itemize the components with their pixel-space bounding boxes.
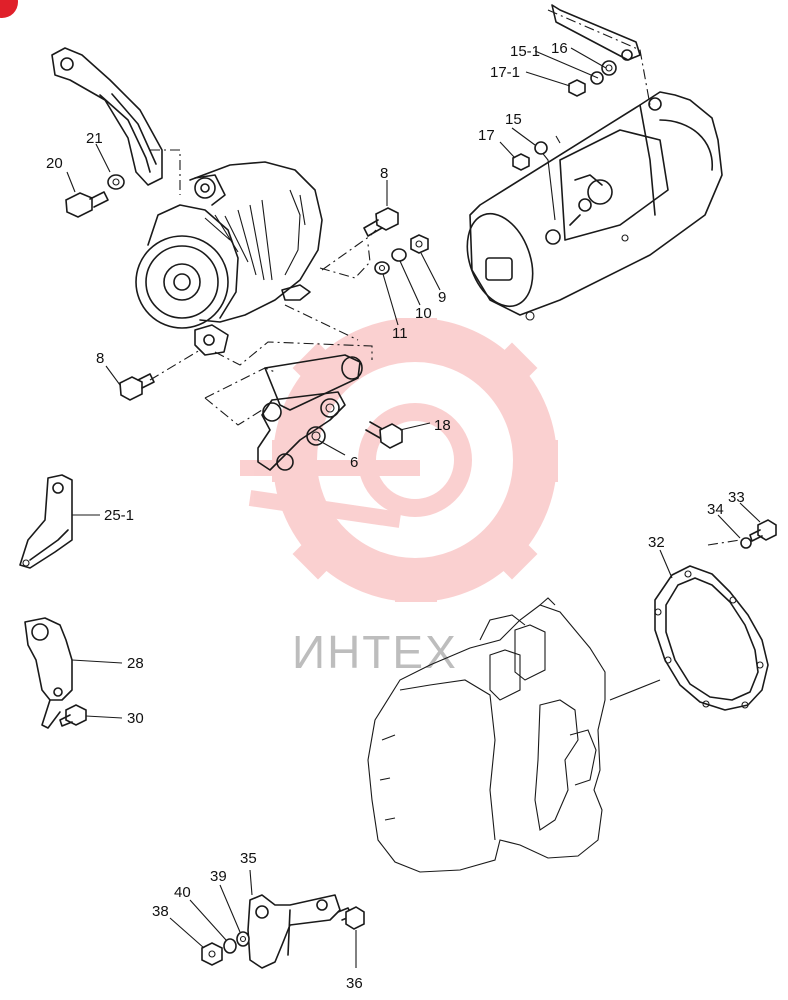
alignment-line xyxy=(707,539,741,546)
nut-17-1 xyxy=(568,79,586,97)
bolt-20 xyxy=(65,191,109,218)
label-40: 40 xyxy=(174,884,191,901)
nut-9 xyxy=(410,234,429,254)
starter-motor xyxy=(466,91,723,321)
washer-39 xyxy=(236,931,250,947)
washer-16 xyxy=(601,60,617,76)
label-36: 36 xyxy=(346,975,363,992)
watermark-gear-logo xyxy=(240,318,558,602)
label-10: 10 xyxy=(415,305,432,322)
label-16: 16 xyxy=(551,40,568,57)
bracket-28 xyxy=(24,617,123,729)
corner-badge xyxy=(0,0,18,18)
washer-15 xyxy=(534,141,548,155)
label-6: 6 xyxy=(350,454,358,471)
label-11: 11 xyxy=(392,325,408,342)
bracket-35 xyxy=(247,894,341,969)
washer-21 xyxy=(107,174,125,190)
label-18: 18 xyxy=(434,417,451,434)
alignment-line xyxy=(204,397,263,426)
bracket-25-1 xyxy=(19,474,73,569)
alignment-line xyxy=(284,304,359,341)
washer-40 xyxy=(223,938,237,954)
label-21: 21 xyxy=(86,130,103,147)
bolt-18 xyxy=(365,421,403,449)
label-39: 39 xyxy=(210,868,227,885)
bolt-36 xyxy=(337,906,365,930)
alternator xyxy=(135,161,323,356)
bolt-33 xyxy=(749,519,777,542)
alignment-line xyxy=(214,341,373,366)
nut-17 xyxy=(512,153,530,171)
starter-top-bracket xyxy=(547,4,651,106)
washer-34 xyxy=(740,537,752,549)
label-17: 17 xyxy=(478,127,495,144)
starter-hardware xyxy=(499,47,617,171)
washer-11 xyxy=(374,261,390,275)
label-33: 33 xyxy=(728,489,745,506)
label-15-1: 15-1 xyxy=(510,43,540,60)
alignment-line xyxy=(149,349,201,381)
label-25-1: 25-1 xyxy=(104,507,134,524)
label-9: 9 xyxy=(438,289,446,306)
label-35: 35 xyxy=(240,850,257,867)
label-8-lower: 8 xyxy=(96,350,104,367)
label-17-1: 17-1 xyxy=(490,64,520,81)
nut-38 xyxy=(201,942,223,966)
washer-10 xyxy=(391,248,407,262)
alternator-support-bracket xyxy=(257,354,363,471)
alignment-line xyxy=(319,243,371,279)
label-34: 34 xyxy=(707,501,724,518)
gear-case-outline xyxy=(367,597,661,873)
bolt-8-lower xyxy=(119,373,155,401)
label-32: 32 xyxy=(648,534,665,551)
label-38: 38 xyxy=(152,903,169,920)
label-20: 20 xyxy=(46,155,63,172)
gasket-32 xyxy=(654,565,769,711)
bolt-8-upper xyxy=(363,207,399,237)
label-28: 28 xyxy=(127,655,144,672)
label-30: 30 xyxy=(127,710,144,727)
adjusting-bracket xyxy=(51,47,181,195)
bolt-30 xyxy=(59,704,87,727)
watermark-text: ИНТЕХ xyxy=(292,626,458,678)
label-15: 15 xyxy=(505,111,522,128)
label-8-upper: 8 xyxy=(380,165,388,182)
alignment-line xyxy=(204,367,276,399)
